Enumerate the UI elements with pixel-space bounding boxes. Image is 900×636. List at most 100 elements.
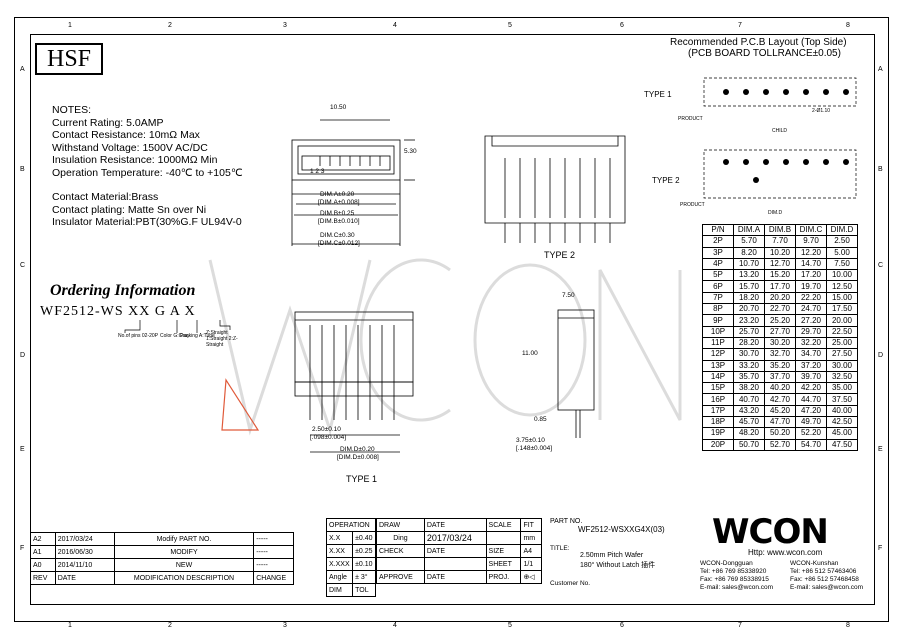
- table-cell: 14P: [702, 370, 734, 384]
- scale-label: SCALE: [485, 518, 522, 532]
- zone-number: 1: [68, 622, 72, 629]
- table-cell: 29.70: [795, 325, 827, 338]
- zone-number: 7: [738, 622, 742, 629]
- ordering-leader-lines: [124, 320, 231, 333]
- wcon-url[interactable]: Http: www.wcon.com: [748, 548, 823, 557]
- table-cell: 17.50: [826, 303, 858, 316]
- unit-value: mm: [520, 531, 542, 545]
- part-no-label: PART NO.: [550, 518, 583, 525]
- draw-name: Ding: [376, 531, 425, 545]
- table-cell: 40.70: [733, 393, 765, 406]
- table-cell: 7.70: [764, 235, 796, 248]
- drawing-outer-frame: [14, 17, 889, 622]
- note-line: Current Rating: 5.0AMP: [52, 116, 164, 129]
- zone-number: 4: [393, 22, 397, 29]
- table-cell: ±0.40: [352, 531, 376, 545]
- table-cell: 33.20: [733, 359, 765, 372]
- table-cell: DIM: [325, 583, 354, 597]
- contact-kunshan: WCON-Kunshan Tel: +86 512 57463406 Fax: …: [790, 560, 863, 592]
- table-cell: 10P: [702, 325, 734, 338]
- table-cell: 18P: [702, 416, 734, 429]
- dim-label: DIM.A±0.20: [320, 191, 355, 198]
- table-cell: 52.20: [795, 427, 827, 440]
- drawing-inner-frame: [30, 34, 875, 605]
- table-cell: 30.20: [764, 336, 796, 350]
- note-line: Insulator Material:PBT(30%G.F UL94V-0: [52, 216, 242, 228]
- dim-label: 0.85: [534, 416, 547, 423]
- table-cell: 49.70: [795, 416, 827, 429]
- dim-label: 3.75±0.10: [516, 437, 545, 444]
- table-cell: 18.20: [733, 291, 765, 305]
- table-cell: 19P: [702, 427, 734, 440]
- table-cell: 47.50: [826, 438, 858, 451]
- title-label: TITLE:: [550, 545, 570, 552]
- zone-number: 5: [508, 622, 512, 629]
- contact-line: E-mail: sales@wcon.com: [700, 584, 774, 591]
- note-line: Contact plating: Matte Sn over Ni: [52, 203, 207, 216]
- zone-number: 4: [393, 622, 397, 629]
- table-cell: Angle: [325, 570, 354, 584]
- table-cell: 30.00: [826, 359, 858, 372]
- zone-letter: E: [878, 446, 883, 453]
- table-cell: 15.70: [733, 280, 765, 293]
- table-cell: ±0.10: [352, 557, 376, 571]
- dim-label: 11.00: [522, 350, 538, 357]
- table-cell: 38.20: [733, 382, 765, 395]
- zone-letter: A: [20, 66, 25, 73]
- type1-front-view: [294, 311, 414, 453]
- contact-line: Tel: +86 769 85338920: [700, 568, 767, 575]
- fit-label: FIT: [520, 518, 542, 532]
- table-cell: 13P: [702, 359, 734, 372]
- table-cell: 15.20: [764, 269, 796, 282]
- table-cell: 22.70: [764, 303, 796, 316]
- table-cell: 39.70: [795, 370, 827, 384]
- table-cell: 25.00: [826, 336, 858, 350]
- table-cell: 37.20: [795, 359, 827, 372]
- contact-line: WCON-Dongguan: [700, 560, 753, 567]
- table-cell: 42.20: [795, 382, 827, 395]
- table-cell: -----: [253, 545, 294, 559]
- dim-label: 10.50: [330, 104, 347, 111]
- table-cell: 20.70: [733, 303, 765, 316]
- table-cell: 32.70: [764, 348, 796, 361]
- pcb-child-label: CHILD: [772, 128, 788, 134]
- draw-date: 2017/03/24: [423, 531, 487, 545]
- table-cell: 44.70: [795, 393, 827, 406]
- table-cell: A0: [30, 558, 56, 572]
- pcb-product-label: PRODUCT: [680, 202, 705, 208]
- pcb-type1-label: TYPE 1: [644, 90, 672, 99]
- contact-line: Fax: +86 512 57468458: [790, 576, 859, 583]
- note-line: Contact Material:Brass: [52, 191, 159, 203]
- top-view-drawing: [291, 119, 415, 246]
- pcb-type2-label: TYPE 2: [652, 176, 680, 185]
- table-cell: 54.70: [795, 438, 827, 451]
- title-line2: 180° Without Latch 插件: [580, 562, 656, 569]
- zone-letter: B: [878, 166, 883, 173]
- side-view: [557, 309, 595, 438]
- table-cell: 32.20: [795, 336, 827, 350]
- table-cell: MODIFY: [113, 545, 255, 559]
- zone-number: 6: [620, 22, 624, 29]
- table-cell: 15P: [702, 382, 734, 395]
- type1-label: TYPE 1: [346, 474, 378, 484]
- dim-label: DIM.C±0.30: [320, 232, 355, 239]
- pcb-title: Recommended P.C.B Layout (Top Side): [670, 37, 847, 48]
- contact-line: WCON-Kunshan: [790, 560, 839, 567]
- sheet-label: SHEET: [485, 557, 522, 571]
- table-cell: 8P: [702, 303, 734, 316]
- table-cell: MODIFICATION DESCRIPTION: [113, 571, 255, 585]
- table-cell: ±0.25: [352, 544, 376, 558]
- projection-icon: ⊕◁: [520, 570, 542, 584]
- dim-label: DIM.D±0.20: [340, 446, 375, 453]
